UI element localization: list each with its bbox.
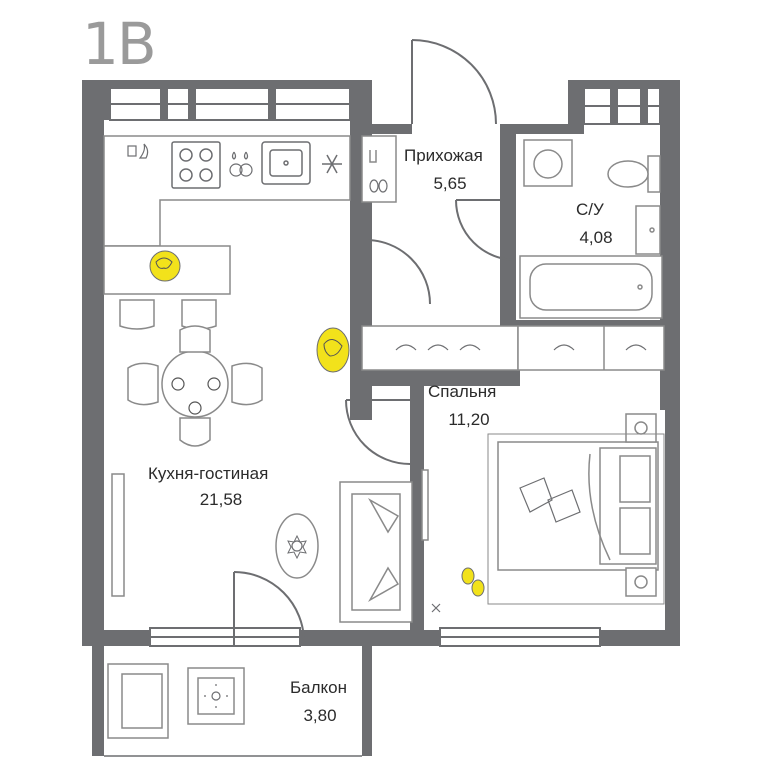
nightstands <box>625 413 657 597</box>
bed-pillows <box>519 477 581 523</box>
sink-icon <box>261 141 311 185</box>
bedroom-mirror <box>421 469 429 541</box>
flower-rug-icon <box>275 513 319 579</box>
hangers <box>395 344 647 351</box>
bedroom-slippers-icon <box>461 567 485 597</box>
balcony-area: 3,80 <box>303 706 337 725</box>
plan-code: 1В <box>82 10 157 78</box>
cat-icon <box>149 250 181 282</box>
toilet <box>607 155 661 193</box>
dining-table <box>127 325 263 447</box>
bar-stools <box>119 299 217 330</box>
snowflake-icon <box>322 154 342 174</box>
kitchen-living-name: Кухня-гостиная <box>148 464 269 483</box>
flame-icon <box>127 143 149 159</box>
bathroom-area: 4,08 <box>579 228 613 247</box>
balcony-flower-icon <box>204 684 228 708</box>
bathroom-name: С/У <box>576 200 604 219</box>
washbasin <box>635 205 661 255</box>
place-settings <box>171 377 221 415</box>
bedroom-plant-icon <box>431 603 441 613</box>
bedroom-name: Спальня <box>428 382 497 401</box>
balcony-furniture <box>107 663 245 739</box>
kitchen-counter <box>103 135 351 295</box>
balcony-name: Балкон <box>290 678 348 697</box>
tv-unit <box>111 473 125 597</box>
bathtub <box>519 255 663 319</box>
window-mullions <box>160 88 648 124</box>
bedroom-area: 11,20 <box>448 410 490 429</box>
stove-icon <box>171 141 221 189</box>
faucet-drops-icon <box>229 151 253 177</box>
hallway-area: 5,65 <box>433 174 467 193</box>
washing-machine <box>523 139 573 187</box>
sofa <box>339 481 413 623</box>
bedside-rug <box>487 433 665 605</box>
shoe-cabinet <box>361 135 397 203</box>
sleeping-cat-icon <box>316 327 350 373</box>
slippers-icon <box>369 179 388 193</box>
hallway-name: Прихожая <box>404 146 483 165</box>
doors <box>233 39 517 646</box>
wardrobe <box>361 325 665 371</box>
kitchen-living-area: 21,58 <box>199 490 243 509</box>
